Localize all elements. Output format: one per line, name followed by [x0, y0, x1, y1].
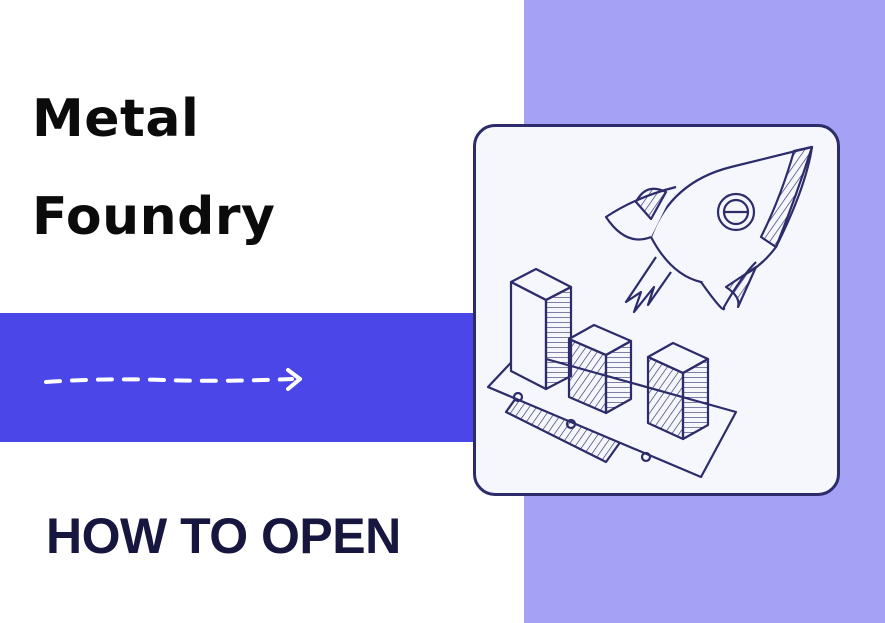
bar-chart-icon — [509, 267, 710, 441]
dashed-arrow-right-icon — [44, 368, 302, 391]
subtitle: HOW TO OPEN — [46, 508, 401, 564]
illustration-card — [473, 124, 840, 496]
accent-band — [0, 313, 524, 442]
title-line-1: Metal — [32, 89, 200, 149]
rocket-chart-illustration — [486, 145, 814, 479]
page-title: Metal Foundry — [32, 70, 275, 266]
title-line-2: Foundry — [32, 187, 276, 247]
rocket-icon — [604, 145, 814, 314]
